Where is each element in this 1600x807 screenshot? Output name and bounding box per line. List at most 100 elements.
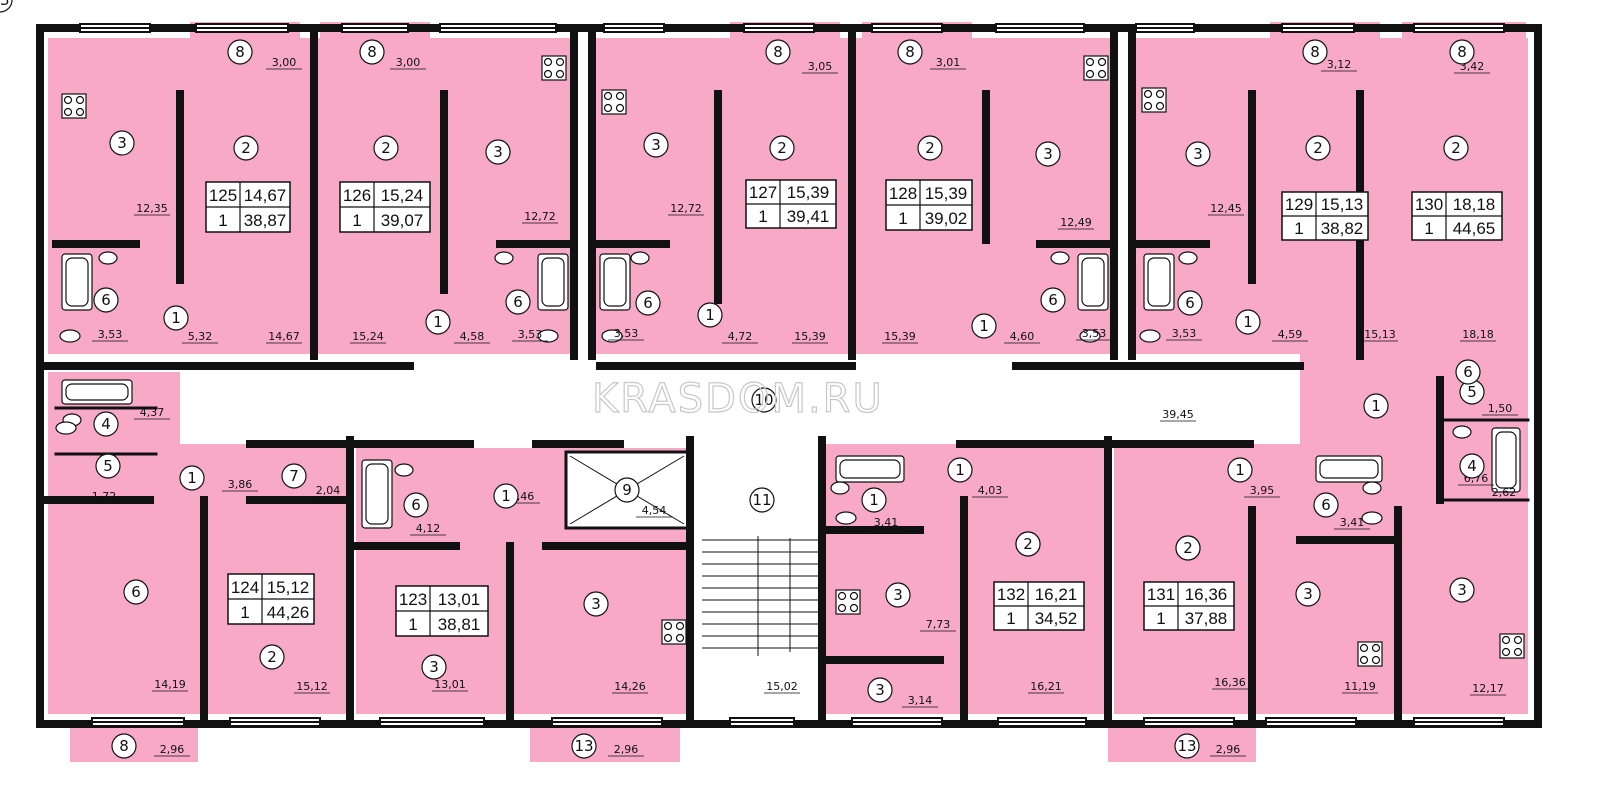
room-tag-label: 2 <box>925 139 935 157</box>
room-count: 1 <box>1424 219 1433 238</box>
room-tag-label: 3 <box>1193 145 1203 163</box>
area-label: 15,12 <box>296 680 328 693</box>
room-tag-label: 6 <box>1463 363 1473 381</box>
area-label: 2,96 <box>160 743 185 756</box>
room-tag: 3 <box>485 139 511 165</box>
room-tag-circle <box>93 287 119 313</box>
room-tag: 9 <box>614 477 640 503</box>
area-label: 4,03 <box>978 484 1003 497</box>
room-tag: 8 <box>1449 39 1475 65</box>
room-tag-circle <box>281 463 307 489</box>
room-tag: 6 <box>1177 290 1203 316</box>
sink <box>830 481 850 495</box>
apt-130-lower-fill <box>1300 354 1528 714</box>
area-label: 13,01 <box>434 678 466 691</box>
room-tag-circle <box>1363 393 1389 419</box>
room-tag-circle <box>505 289 531 315</box>
room-tag-circle <box>1235 309 1261 335</box>
room-tag-label: 8 <box>1457 43 1467 61</box>
room-tag-circle <box>93 411 119 437</box>
stove-burner <box>663 621 673 631</box>
room-tag-label: 1 <box>501 487 511 505</box>
area-label: 16,36 <box>1214 676 1246 689</box>
area-label: 2,96 <box>614 743 639 756</box>
room-tag-label: 1 <box>1371 397 1381 415</box>
room-tag-label: 1 <box>433 313 443 331</box>
room-tag-label: 1 <box>1235 461 1245 479</box>
area-label: 3,53 <box>1082 327 1107 340</box>
bathtub-inner <box>65 383 129 401</box>
room-tag-label: 6 <box>1048 291 1058 309</box>
stove-burner <box>1085 57 1095 67</box>
area-label: 4,72 <box>728 330 753 343</box>
apartment-number: 131 <box>1147 585 1175 604</box>
room-tag: 6 <box>505 289 531 315</box>
total-area: 34,52 <box>1035 609 1078 628</box>
room-tag-circle <box>1302 39 1328 65</box>
sink <box>394 463 414 477</box>
room-tag-circle <box>697 302 723 328</box>
apartment-number: 126 <box>343 186 371 205</box>
room-tag-label: 8 <box>235 43 245 61</box>
living-area: 13,01 <box>438 590 481 609</box>
room-tag-label: 3 <box>493 143 503 161</box>
room-tag-circle <box>163 305 189 331</box>
living-area: 16,21 <box>1035 585 1078 604</box>
stove-burner <box>75 107 85 117</box>
total-area: 44,26 <box>267 603 310 622</box>
room-tag: 4 <box>93 411 119 437</box>
room-tag-label: 13 <box>574 737 593 755</box>
stove <box>661 619 687 645</box>
stove-burner <box>1143 89 1153 99</box>
room-tag: 3 <box>583 591 609 617</box>
room-tag: 1 <box>163 305 189 331</box>
stove-burner <box>615 103 625 113</box>
total-area: 38,87 <box>244 211 287 230</box>
area-label: 14,19 <box>154 678 186 691</box>
room-tag: 6 <box>1040 287 1066 313</box>
room-tag-label: 8 <box>367 43 377 61</box>
area-label: 4,60 <box>1010 330 1035 343</box>
total-area: 39,02 <box>925 209 968 228</box>
room-tag-label: 3 <box>429 658 439 676</box>
area-label: 5,32 <box>188 330 213 343</box>
room-tag-circle <box>403 492 429 518</box>
toilet <box>1079 329 1101 343</box>
area-label: 3,05 <box>808 60 833 73</box>
room-tag-label: 6 <box>643 294 653 312</box>
stove-burner <box>1371 643 1381 653</box>
room-tag: 6 <box>1455 359 1481 385</box>
apartment-number: 128 <box>889 184 917 203</box>
room-tag-circle <box>359 39 385 65</box>
stove-burner <box>837 603 847 613</box>
stove-burner <box>663 633 673 643</box>
area-label: 3,41 <box>1340 516 1365 529</box>
area-label: 4,59 <box>1278 328 1303 341</box>
stove-burner <box>75 95 85 105</box>
room-tag-circle <box>1174 733 1200 759</box>
stair-steps <box>702 536 818 656</box>
area-label: 14,67 <box>268 330 300 343</box>
room-tag: 3 <box>109 130 135 156</box>
room-tag: 10 <box>751 387 777 413</box>
living-area: 14,67 <box>244 186 287 205</box>
room-tag: 2 <box>233 135 259 161</box>
room-tag-label: 2 <box>777 139 787 157</box>
fixtures <box>55 55 1525 667</box>
area-label: 15,02 <box>766 680 798 693</box>
balcony-fill-2 <box>530 726 680 762</box>
room-tag-circle <box>259 644 285 670</box>
room-tag-label: 1 <box>979 317 989 335</box>
stove-burner <box>1097 69 1107 79</box>
room-tag-circle <box>1449 39 1475 65</box>
area-label: 39,45 <box>1162 408 1194 421</box>
apartment-number: 127 <box>749 183 777 202</box>
living-area: 15,39 <box>925 184 968 203</box>
room-tag-label: 7 <box>289 467 299 485</box>
stove-burner <box>849 591 859 601</box>
